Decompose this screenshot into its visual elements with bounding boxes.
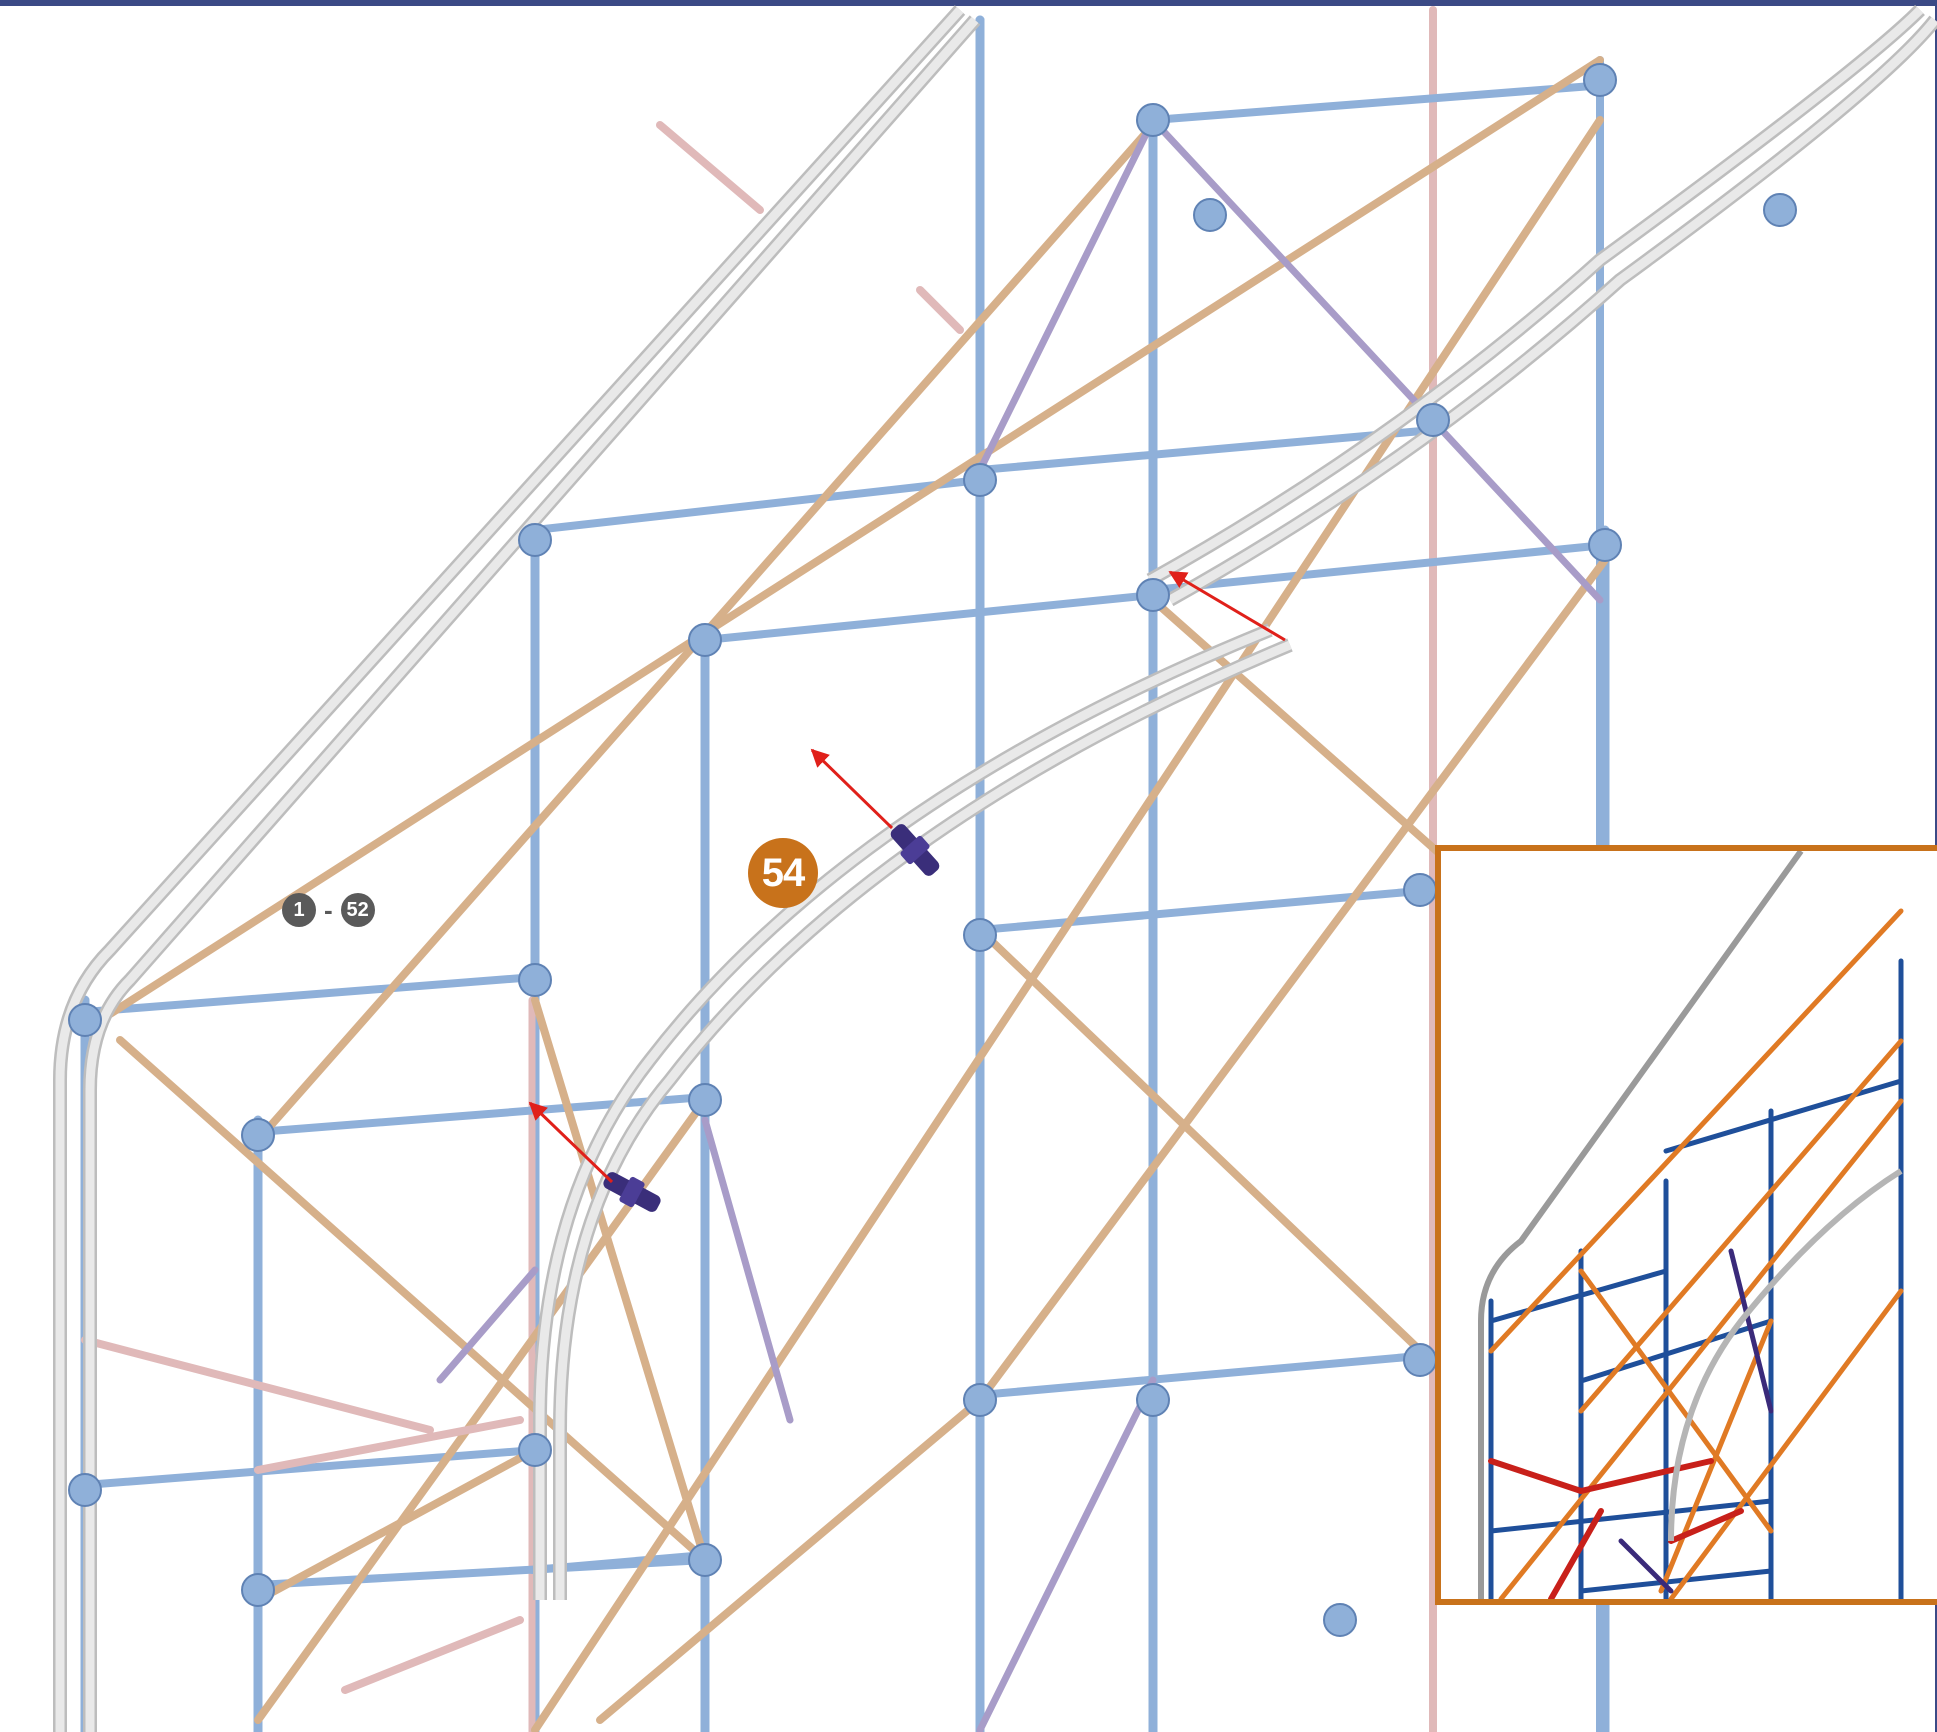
hub-connector bbox=[963, 463, 997, 497]
rod bbox=[1488, 1268, 1669, 1324]
rod bbox=[254, 1093, 709, 1136]
hub-connector bbox=[518, 523, 552, 557]
rod bbox=[976, 1351, 1434, 1399]
hub-connector bbox=[1588, 528, 1622, 562]
rod bbox=[976, 426, 1437, 474]
rod bbox=[81, 973, 539, 1016]
hub-connector bbox=[1403, 873, 1437, 907]
rod bbox=[1668, 1508, 1744, 1544]
new-parts-group bbox=[603, 824, 940, 1212]
rod bbox=[1578, 1458, 1714, 1494]
coaster-track bbox=[53, 5, 1937, 1732]
rod bbox=[976, 886, 1434, 934]
rod bbox=[1658, 1318, 1774, 1594]
rod bbox=[976, 1376, 1157, 1732]
hub-connector bbox=[688, 1543, 722, 1577]
rod bbox=[1578, 1318, 1774, 1384]
hub-connector bbox=[1136, 578, 1170, 612]
track-rail bbox=[1147, 6, 1924, 584]
hub-connector bbox=[1136, 1383, 1170, 1417]
hub-connector bbox=[963, 1383, 997, 1417]
hub-connector bbox=[1136, 103, 1170, 137]
rod bbox=[1668, 1288, 1904, 1599]
rod bbox=[916, 286, 964, 334]
hub-connector bbox=[688, 623, 722, 657]
hub-connector bbox=[241, 1118, 275, 1152]
range-separator: - bbox=[324, 895, 333, 925]
range-end-badge: 52 bbox=[340, 893, 375, 927]
hub-connector bbox=[688, 1083, 722, 1117]
rod bbox=[1618, 1538, 1674, 1594]
rod bbox=[1578, 1568, 1774, 1594]
hub-connector bbox=[1763, 193, 1797, 227]
hub-connector bbox=[68, 1473, 102, 1507]
rod bbox=[436, 1266, 539, 1384]
range-start-badge: 1 bbox=[282, 893, 316, 927]
red-insertion-arrow-icon bbox=[528, 1101, 614, 1184]
rod bbox=[1728, 1248, 1774, 1414]
rod bbox=[341, 1616, 524, 1694]
hub-connector bbox=[518, 1433, 552, 1467]
rod bbox=[531, 996, 709, 1564]
step-number-badge: 54 bbox=[748, 838, 818, 908]
rod bbox=[1548, 1508, 1604, 1599]
rod bbox=[1488, 908, 1904, 1354]
rod bbox=[1663, 1078, 1904, 1154]
hub-connector bbox=[1193, 198, 1227, 232]
rod bbox=[81, 56, 1604, 1034]
rod bbox=[596, 1396, 984, 1724]
rod bbox=[1578, 1038, 1904, 1414]
rod bbox=[1149, 541, 1609, 594]
rod bbox=[1498, 1098, 1904, 1599]
hub-connector bbox=[518, 963, 552, 997]
hub-connector bbox=[963, 918, 997, 952]
hub-connector bbox=[1416, 403, 1450, 437]
track-rail bbox=[555, 640, 1292, 1600]
previous-steps-range: 1 - 52 bbox=[282, 893, 375, 927]
insertion-arrows bbox=[528, 570, 1286, 1184]
rod bbox=[701, 591, 1157, 644]
track-rail bbox=[55, 6, 964, 1732]
rod bbox=[1149, 81, 1609, 124]
rod bbox=[1488, 1458, 1584, 1494]
hub-connector bbox=[1323, 1603, 1357, 1637]
purple-clip-connector-icon bbox=[890, 824, 940, 876]
rod bbox=[116, 1036, 709, 1564]
track-rail bbox=[535, 625, 1272, 1600]
rod bbox=[254, 1416, 524, 1474]
track-rail bbox=[1146, 5, 1925, 587]
rod bbox=[976, 556, 1609, 1404]
red-insertion-arrow-icon bbox=[1168, 570, 1286, 642]
structure-connectors bbox=[68, 63, 1797, 1637]
red-insertion-arrow-icon bbox=[810, 748, 894, 830]
hub-connector bbox=[1403, 1343, 1437, 1377]
rod bbox=[81, 1336, 434, 1434]
rod bbox=[1578, 1268, 1774, 1534]
track-rail bbox=[1167, 17, 1937, 604]
rod bbox=[701, 1116, 794, 1424]
rod bbox=[1149, 116, 1604, 604]
hub-connector bbox=[241, 1573, 275, 1607]
completed-structure-preview bbox=[1478, 851, 1904, 1599]
hub-connector bbox=[1583, 63, 1617, 97]
rod bbox=[531, 476, 984, 534]
rod bbox=[81, 1446, 539, 1489]
rod bbox=[656, 121, 764, 214]
page-top-border bbox=[0, 0, 1937, 6]
rod bbox=[976, 116, 1157, 474]
rod bbox=[531, 116, 1604, 1732]
purple-clip-connector-icon bbox=[603, 1172, 661, 1212]
rod bbox=[976, 926, 1434, 1364]
rod bbox=[254, 1446, 539, 1604]
hub-connector bbox=[68, 1003, 102, 1037]
completed-view-inset bbox=[1435, 845, 1937, 1605]
rod bbox=[1488, 1498, 1774, 1534]
